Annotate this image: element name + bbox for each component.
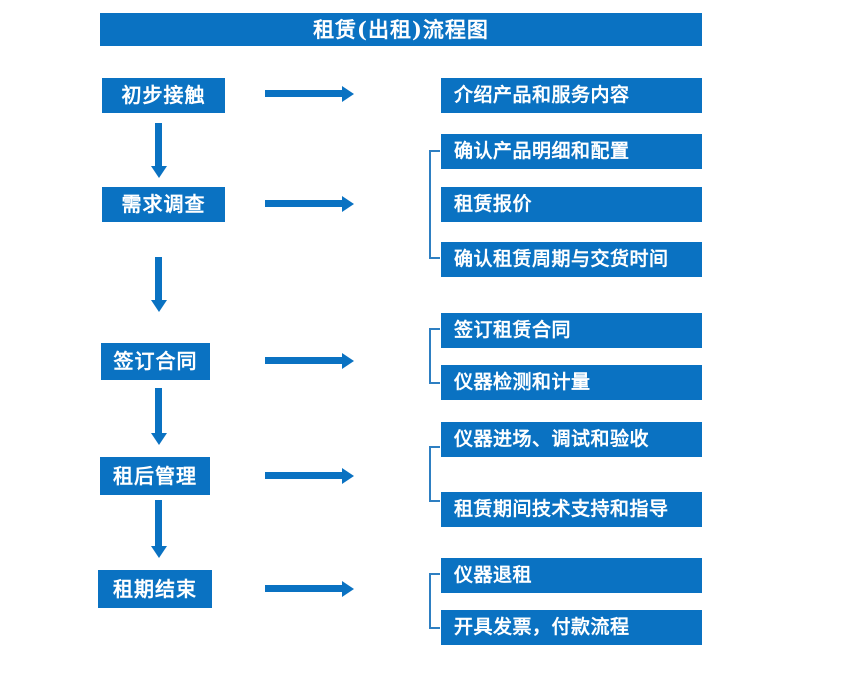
- detail-box-confirm-period-delivery: 确认租赁周期与交货时间: [441, 242, 702, 277]
- detail-box-sign-rental-contract: 签订租赁合同: [441, 313, 702, 348]
- arrow-shaft: [265, 357, 342, 364]
- detail-box-instrument-setup-acceptance: 仪器进场、调试和验收: [441, 422, 702, 457]
- detail-box-technical-support: 租赁期间技术支持和指导: [441, 492, 702, 527]
- stage-box-demand-survey: 需求调查: [102, 187, 225, 222]
- diagram-title: 租赁(出租)流程图: [100, 13, 702, 46]
- flow-arrow-right-5: [265, 581, 354, 597]
- detail-box-instrument-return: 仪器退租: [441, 558, 702, 593]
- detail-box-introduce-products: 介绍产品和服务内容: [441, 78, 702, 113]
- arrow-head-right-icon: [342, 353, 354, 369]
- flow-arrow-right-1: [265, 86, 354, 102]
- arrow-head-right-icon: [342, 196, 354, 212]
- flow-arrow-down-3: [151, 388, 167, 445]
- detail-box-confirm-product-config: 确认产品明细和配置: [441, 134, 702, 169]
- arrow-shaft: [155, 123, 162, 166]
- flow-arrow-down-4: [151, 500, 167, 558]
- flow-arrow-right-3: [265, 353, 354, 369]
- arrow-head-right-icon: [342, 86, 354, 102]
- stage-box-sign-contract: 签订合同: [101, 343, 210, 380]
- arrow-shaft: [155, 257, 162, 300]
- flow-arrow-down-1: [151, 123, 167, 178]
- arrow-head-right-icon: [342, 468, 354, 484]
- arrow-head-down-icon: [151, 433, 167, 445]
- group-bracket-2: [429, 150, 440, 259]
- stage-box-initial-contact: 初步接触: [102, 78, 225, 113]
- arrow-shaft: [265, 585, 342, 592]
- detail-box-rental-quote: 租赁报价: [441, 187, 702, 222]
- arrow-head-right-icon: [342, 581, 354, 597]
- arrow-shaft: [265, 90, 342, 97]
- group-bracket-5: [429, 573, 440, 629]
- flow-arrow-right-4: [265, 468, 354, 484]
- arrow-head-down-icon: [151, 166, 167, 178]
- flow-arrow-right-2: [265, 196, 354, 212]
- arrow-shaft: [155, 388, 162, 433]
- group-bracket-4: [429, 446, 440, 502]
- stage-box-rental-end: 租期结束: [98, 570, 212, 608]
- arrow-head-down-icon: [151, 300, 167, 312]
- arrow-head-down-icon: [151, 546, 167, 558]
- detail-box-invoice-payment: 开具发票，付款流程: [441, 610, 702, 645]
- arrow-shaft: [265, 200, 342, 207]
- group-bracket-3: [429, 328, 440, 384]
- stage-box-post-rental-management: 租后管理: [100, 457, 210, 495]
- arrow-shaft: [265, 472, 342, 479]
- flow-arrow-down-2: [151, 257, 167, 312]
- detail-box-instrument-testing: 仪器检测和计量: [441, 365, 702, 400]
- arrow-shaft: [155, 500, 162, 546]
